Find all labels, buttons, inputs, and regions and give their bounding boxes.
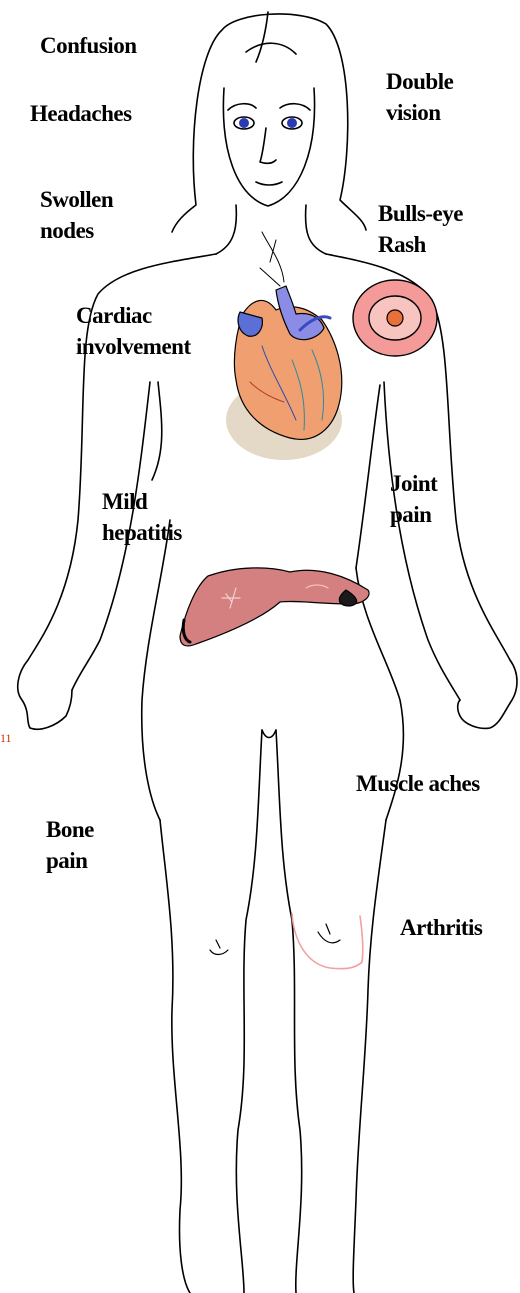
label-headaches: Headaches [30, 98, 132, 129]
face-outline [223, 88, 314, 206]
right-eyebrow [280, 104, 310, 110]
neck-detail [260, 232, 284, 286]
right-hand [458, 660, 517, 728]
right-leg-inner [276, 730, 302, 1293]
right-armpit [356, 385, 380, 568]
left-iris [239, 118, 249, 128]
right-arm-inner [384, 382, 460, 700]
liver-icon [180, 568, 369, 646]
right-knee [318, 924, 340, 943]
bulls-eye-rash-icon [353, 280, 437, 356]
label-joint-pain: Joint pain [390, 468, 437, 530]
label-confusion: Confusion [40, 30, 136, 61]
label-muscle-aches: Muscle aches [356, 768, 480, 799]
label-cardiac-involvement: Cardiac involvement [76, 300, 191, 362]
label-bone-pain: Bone pain [46, 814, 94, 876]
label-double-vision: Double vision [386, 66, 453, 128]
crotch [262, 730, 276, 738]
left-hand [18, 660, 72, 729]
hair-part [256, 12, 268, 62]
hair-outline [172, 14, 366, 232]
label-bulls-eye-rash: Bulls-eye Rash [378, 198, 463, 260]
heart-icon [226, 286, 342, 460]
nose [260, 128, 276, 163]
left-eyebrow [228, 104, 256, 110]
right-leg-outer [353, 820, 386, 1293]
label-arthritis: Arthritis [400, 912, 482, 943]
label-mild-hepatitis: Mild hepatitis [102, 486, 182, 548]
left-armpit [152, 382, 162, 480]
mouth [256, 182, 282, 185]
label-swollen-nodes: Swollen nodes [40, 184, 113, 246]
right-iris [287, 118, 297, 128]
left-leg-outer [160, 820, 190, 1293]
left-knee [210, 940, 228, 955]
neck-outline [216, 205, 326, 254]
left-waist [142, 520, 170, 820]
left-leg-inner [236, 730, 262, 1293]
page-number: 11 [0, 731, 12, 746]
